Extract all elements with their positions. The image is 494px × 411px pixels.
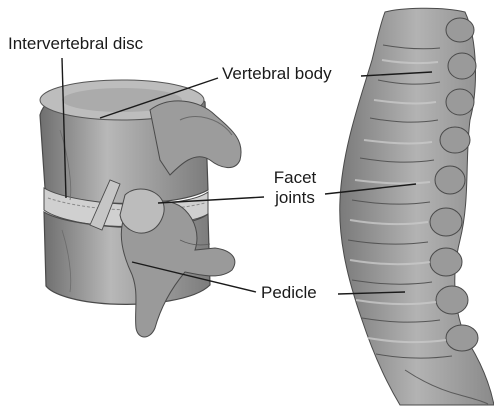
spinal-column xyxy=(340,8,494,405)
label-facet-joints: Facet joints xyxy=(268,168,322,208)
label-facet-joints-line-2: joints xyxy=(268,188,322,208)
label-pedicle: Pedicle xyxy=(261,283,317,303)
facet-joint-closeup xyxy=(120,189,164,233)
label-intervertebral-disc: Intervertebral disc xyxy=(8,34,143,54)
label-vertebral-body: Vertebral body xyxy=(222,64,332,84)
vertebrae-closeup xyxy=(40,80,241,337)
label-facet-joints-line-1: Facet xyxy=(268,168,322,188)
